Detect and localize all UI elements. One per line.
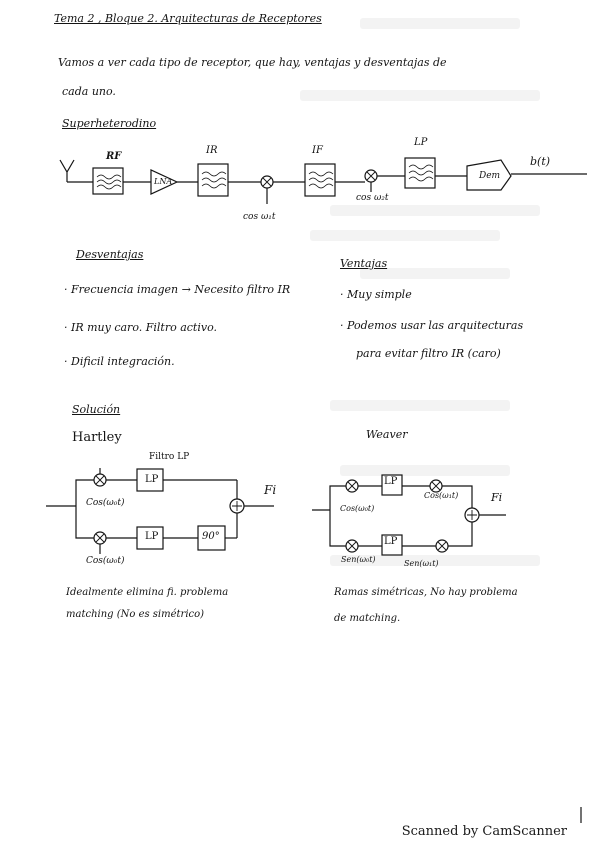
hartley-lp-top-label: LP (145, 474, 159, 485)
weaver-lp-top-label: LP (384, 476, 398, 487)
weaver-title: Weaver (366, 428, 408, 441)
lo2-label: cos ω₂t (356, 193, 389, 203)
rf-label: RF (106, 151, 122, 162)
demodulator-block (466, 159, 512, 191)
if-label: IF (312, 145, 323, 156)
advantage-item: · Muy simple (340, 288, 412, 301)
weaver-lo1-bottom-label: Sen(ω₀t) (341, 555, 376, 564)
ir-filter-block (197, 163, 229, 197)
advantages-heading: Ventajas (340, 257, 388, 270)
bleed-through-mark (330, 400, 510, 411)
hartley-title: Hartley (72, 430, 122, 445)
weaver-lo1-top-label: Cos(ω₀t) (340, 504, 375, 513)
lo1-label: cos ω₁t (243, 212, 276, 222)
weaver-note-line-2: de matching. (334, 613, 401, 624)
hartley-filter-label: Filtro LP (149, 452, 190, 462)
superheterodyne-diagram (59, 157, 587, 204)
hartley-note-line-1: Idealmente elimina fi. problema (66, 587, 229, 598)
bleed-through-mark (360, 18, 520, 29)
demodulator-label: Dem (479, 171, 501, 181)
disadvantage-item: · Frecuencia imagen → Necesito filtro IR (64, 283, 291, 296)
bleed-through-mark (340, 465, 510, 476)
weaver-lp-bottom-label: LP (384, 536, 398, 547)
advantage-item: · Podemos usar las arquitecturas (340, 319, 524, 332)
weaver-note-line-1: Ramas simétricas, No hay problema (334, 587, 518, 598)
disadvantage-item: · Dificil integración. (64, 355, 175, 368)
page-title: Tema 2 , Bloque 2. Arquitecturas de Rece… (54, 12, 322, 25)
superheterodyne-heading: Superheterodino (62, 117, 157, 130)
ir-label: IR (206, 145, 218, 156)
hartley-diagram (46, 468, 274, 554)
weaver-output-label: Fi (491, 491, 503, 504)
weaver-diagram (312, 474, 506, 556)
weaver-lp-bottom-block (381, 534, 403, 556)
bleed-through-mark (360, 268, 510, 279)
bleed-through-mark (310, 230, 500, 241)
intro-line-2: cada uno. (62, 85, 116, 98)
hartley-note-line-2: matching (No es simétrico) (66, 609, 205, 620)
bleed-through-mark (330, 205, 540, 216)
lna-label: LNA (154, 177, 173, 186)
lp-label: LP (414, 137, 428, 148)
weaver-lo2-top-label: Cos(ω₁t) (424, 491, 459, 500)
rf-filter-block (92, 167, 124, 195)
hartley-output-label: Fi (264, 483, 277, 497)
hartley-phase-shift-label: 90° (202, 531, 220, 542)
scanner-watermark: Scanned by CamScanner (401, 824, 567, 839)
disadvantage-item: · IR muy caro. Filtro activo. (64, 321, 218, 334)
weaver-lo2-bottom-label: Sen(ω₁t) (404, 559, 439, 568)
hartley-lo-top-label: Cos(ω₀t) (86, 498, 125, 508)
output-label: b(t) (530, 155, 551, 168)
bleed-through-mark (330, 555, 540, 566)
lp-filter-block (404, 157, 436, 189)
solution-heading: Solución (72, 403, 121, 416)
intro-line-1: Vamos a ver cada tipo de receptor, que h… (58, 56, 447, 69)
weaver-lp-top-block (381, 474, 403, 496)
hartley-lp-bottom-label: LP (145, 531, 159, 542)
hartley-lo-bottom-label: Cos(ω₀t) (86, 556, 125, 566)
if-filter-block (304, 163, 336, 197)
disadvantages-heading: Desventajas (76, 248, 144, 261)
margin-mark (580, 807, 582, 823)
lna-amplifier-icon (150, 169, 179, 195)
advantage-item: para evitar filtro IR (caro) (356, 347, 501, 360)
antenna-icon (59, 159, 75, 182)
bleed-through-mark (300, 90, 540, 101)
